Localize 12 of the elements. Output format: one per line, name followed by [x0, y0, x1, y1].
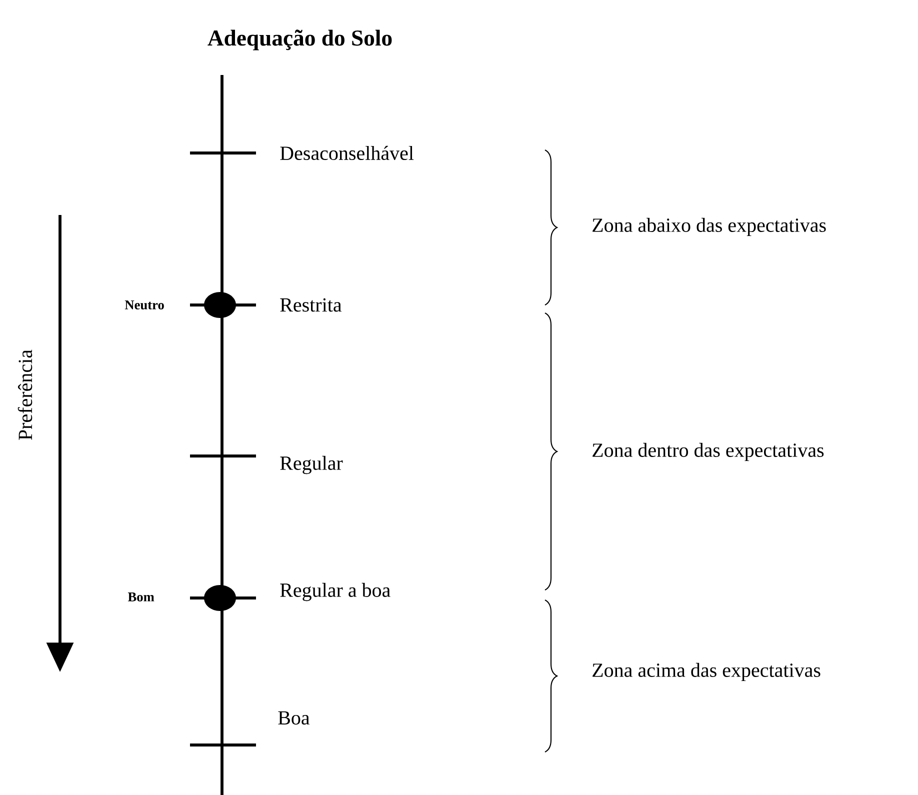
title: Adequação do Solo — [208, 30, 392, 50]
zone-label: Zona dentro das expectativas — [592, 442, 824, 462]
scale-label: Desaconselhável — [280, 146, 414, 160]
scale-label: Regular a boa — [280, 582, 390, 602]
axis-label: Preferência — [18, 350, 32, 440]
zone-label: Zona abaixo das expectativas — [592, 218, 826, 236]
scale-label: Regular — [280, 456, 343, 474]
scale-label: Boa — [278, 711, 310, 725]
scale-label: Restrita — [280, 298, 342, 312]
point-label: Bom — [128, 592, 154, 602]
point-label: Neutro — [124, 300, 164, 310]
zone-label: Zona acima das expectativas — [592, 662, 820, 682]
